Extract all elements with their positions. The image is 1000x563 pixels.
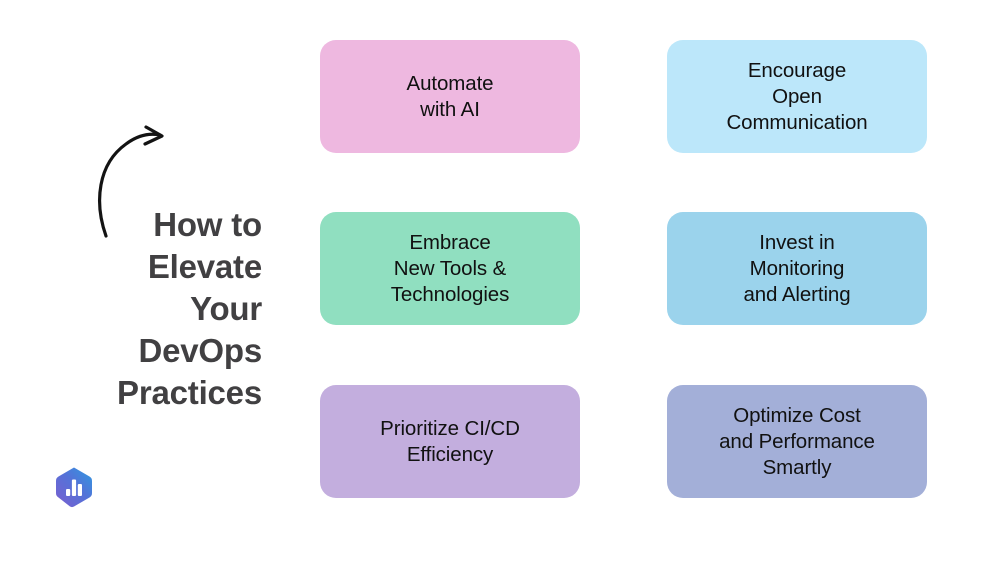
card-label: Optimize Cost and Performance Smartly: [719, 403, 875, 479]
page-title-line-2: Elevate: [147, 248, 262, 285]
page-title-line-5: Practices: [117, 374, 262, 411]
card-label: Encourage Open Communication: [726, 58, 868, 134]
card-optimize-cost-and-performance-smartly[interactable]: Optimize Cost and Performance Smartly: [667, 385, 927, 498]
card-automate-with-ai[interactable]: Automate with AI: [320, 40, 580, 153]
page-title-line-3: Your: [190, 290, 262, 327]
curved-arrow-icon: [88, 124, 183, 239]
card-encourage-open-communication[interactable]: Encourage Open Communication: [667, 40, 927, 153]
card-label: Automate with AI: [406, 71, 494, 121]
card-invest-in-monitoring-and-alerting[interactable]: Invest in Monitoring and Alerting: [667, 212, 927, 325]
page-title: How to Elevate Your DevOps Practices: [40, 204, 262, 414]
card-label: Embrace New Tools & Technologies: [390, 230, 510, 306]
page-title-line-4: DevOps: [138, 332, 262, 369]
card-label: Prioritize CI/CD Efficiency: [380, 416, 520, 466]
card-prioritize-ci-cd-efficiency[interactable]: Prioritize CI/CD Efficiency: [320, 385, 580, 498]
hexagon-bar-chart-logo: [54, 466, 94, 508]
page-title-line-1: How to: [153, 206, 262, 243]
card-label: Invest in Monitoring and Alerting: [743, 230, 851, 306]
card-embrace-new-tools-technologies[interactable]: Embrace New Tools & Technologies: [320, 212, 580, 325]
